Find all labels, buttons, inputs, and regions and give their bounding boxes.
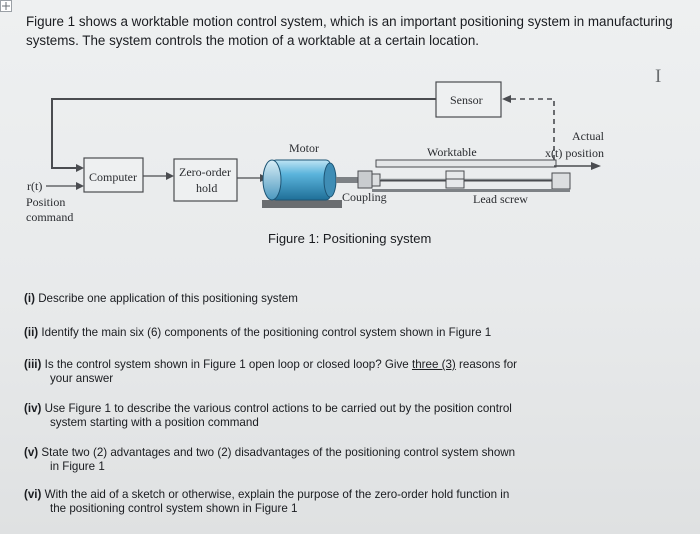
question-item: (vi) With the aid of a sketch or otherwi… <box>24 488 509 516</box>
question-text: With the aid of a sketch or otherwise, e… <box>44 488 510 501</box>
command-label: command <box>26 210 73 224</box>
question-number: (v) <box>24 446 39 459</box>
question-number: (iii) <box>24 358 42 371</box>
question-text: State two (2) advantages and two (2) dis… <box>41 446 516 459</box>
computer-box <box>83 157 144 193</box>
coupling-label: Coupling <box>342 190 387 204</box>
sensor-box <box>435 81 502 118</box>
worktable-label: Worktable <box>427 145 477 159</box>
zero-order-hold-box <box>173 158 238 202</box>
arrowhead <box>76 164 84 172</box>
base-frame <box>372 189 570 192</box>
question-item: (i) Describe one application of this pos… <box>24 292 298 306</box>
question-number: (iv) <box>24 402 42 415</box>
expand-icon[interactable] <box>0 0 12 12</box>
intro-paragraph: Figure 1 shows a worktable motion contro… <box>26 14 673 48</box>
actual-position-label: x(t) position <box>545 146 604 160</box>
motor-front-cap <box>323 162 337 198</box>
question-text: Identify the main six (6) components of … <box>41 326 492 339</box>
question-continuation: system starting with a position command <box>50 416 259 429</box>
computer-label: Computer <box>89 170 137 184</box>
motor-end-cap <box>262 159 282 201</box>
motor-label: Motor <box>289 141 319 155</box>
text-cursor-icon: I <box>655 66 662 87</box>
question-text: Use Figure 1 to describe the various con… <box>44 402 512 415</box>
zoh-label-line2: hold <box>196 181 217 195</box>
worktable <box>375 159 557 168</box>
motor-base <box>262 200 342 208</box>
question-item: (iv) Use Figure 1 to describe the variou… <box>24 402 512 430</box>
coupling <box>357 170 373 189</box>
question-number: (ii) <box>24 326 39 339</box>
question-item: (v) State two (2) advantages and two (2)… <box>24 446 515 474</box>
feedback-line <box>51 98 436 169</box>
question-underlined-text: three (3) <box>411 358 456 371</box>
question-continuation: your answer <box>50 372 114 385</box>
question-text: Is the control system shown in Figure 1 … <box>44 358 412 371</box>
motor-shaft <box>336 177 360 183</box>
zoh-label-line1: Zero-order <box>179 165 231 179</box>
r-t-label: r(t) <box>27 179 42 193</box>
sensor-label: Sensor <box>450 93 483 107</box>
question-text: reasons for <box>455 358 518 371</box>
figure-caption: Figure 1: Positioning system <box>268 231 432 246</box>
question-continuation: the positioning control system shown in … <box>50 502 298 515</box>
question-number: (vi) <box>24 488 42 501</box>
arrowhead <box>76 182 84 190</box>
lead-screw-label: Lead screw <box>473 192 528 206</box>
actual-label: Actual <box>572 129 605 143</box>
position-label: Position <box>26 195 65 209</box>
sensor-dashed-line <box>511 98 555 162</box>
left-bearing-block <box>371 173 381 187</box>
question-text: Describe one application of this positio… <box>38 292 298 305</box>
question-item: (ii) Identify the main six (6) component… <box>24 326 491 340</box>
arrowhead <box>591 162 601 170</box>
arrowhead <box>166 172 174 180</box>
right-bearing-block <box>551 172 571 190</box>
question-item: (iii) Is the control system shown in Fig… <box>24 358 517 386</box>
arrowhead <box>502 95 511 103</box>
question-continuation: in Figure 1 <box>50 460 105 473</box>
question-number: (i) <box>24 292 35 305</box>
